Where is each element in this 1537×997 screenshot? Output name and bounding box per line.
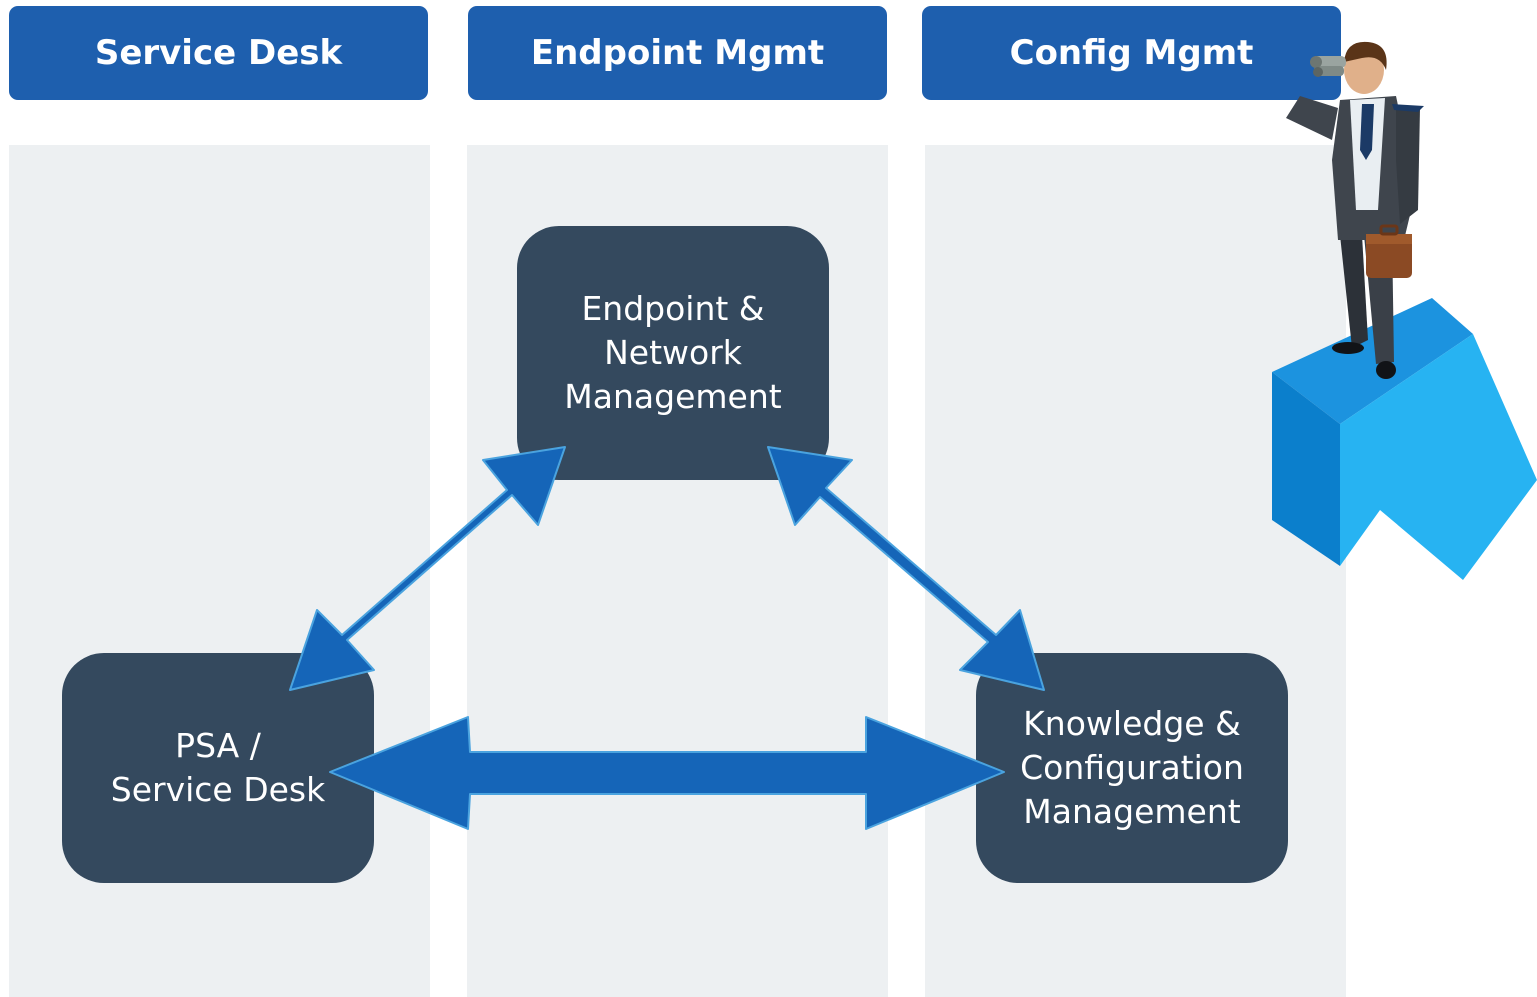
column-header-service-desk: Service Desk [9,6,428,100]
arrow-endpoint-psa [289,446,566,691]
node-knowledge-line-1: Knowledge & [1023,704,1241,743]
column-header-endpoint-mgmt: Endpoint Mgmt [468,6,887,100]
column-header-config-mgmt: Config Mgmt [922,6,1341,100]
node-knowledge-configuration-management: Knowledge & Configuration Management [976,653,1288,883]
node-psa-line-2: Service Desk [110,770,326,809]
arrow-endpoint-knowledge [767,446,1045,691]
node-knowledge-line-2: Configuration [1020,748,1244,787]
node-psa-service-desk: PSA / Service Desk [62,653,374,883]
arrow-psa-knowledge [329,716,1005,830]
node-knowledge-line-3: Management [1023,792,1241,831]
businessman-with-binoculars-icon [1286,41,1424,379]
node-endpoint-line-3: Management [564,377,782,416]
node-psa-line-1: PSA / [175,726,261,765]
node-endpoint-line-1: Endpoint & [581,289,765,328]
node-endpoint-line-2: Network [604,333,742,372]
illustration-arrow-block [1272,298,1537,580]
node-endpoint-network-management: Endpoint & Network Management [517,226,829,480]
